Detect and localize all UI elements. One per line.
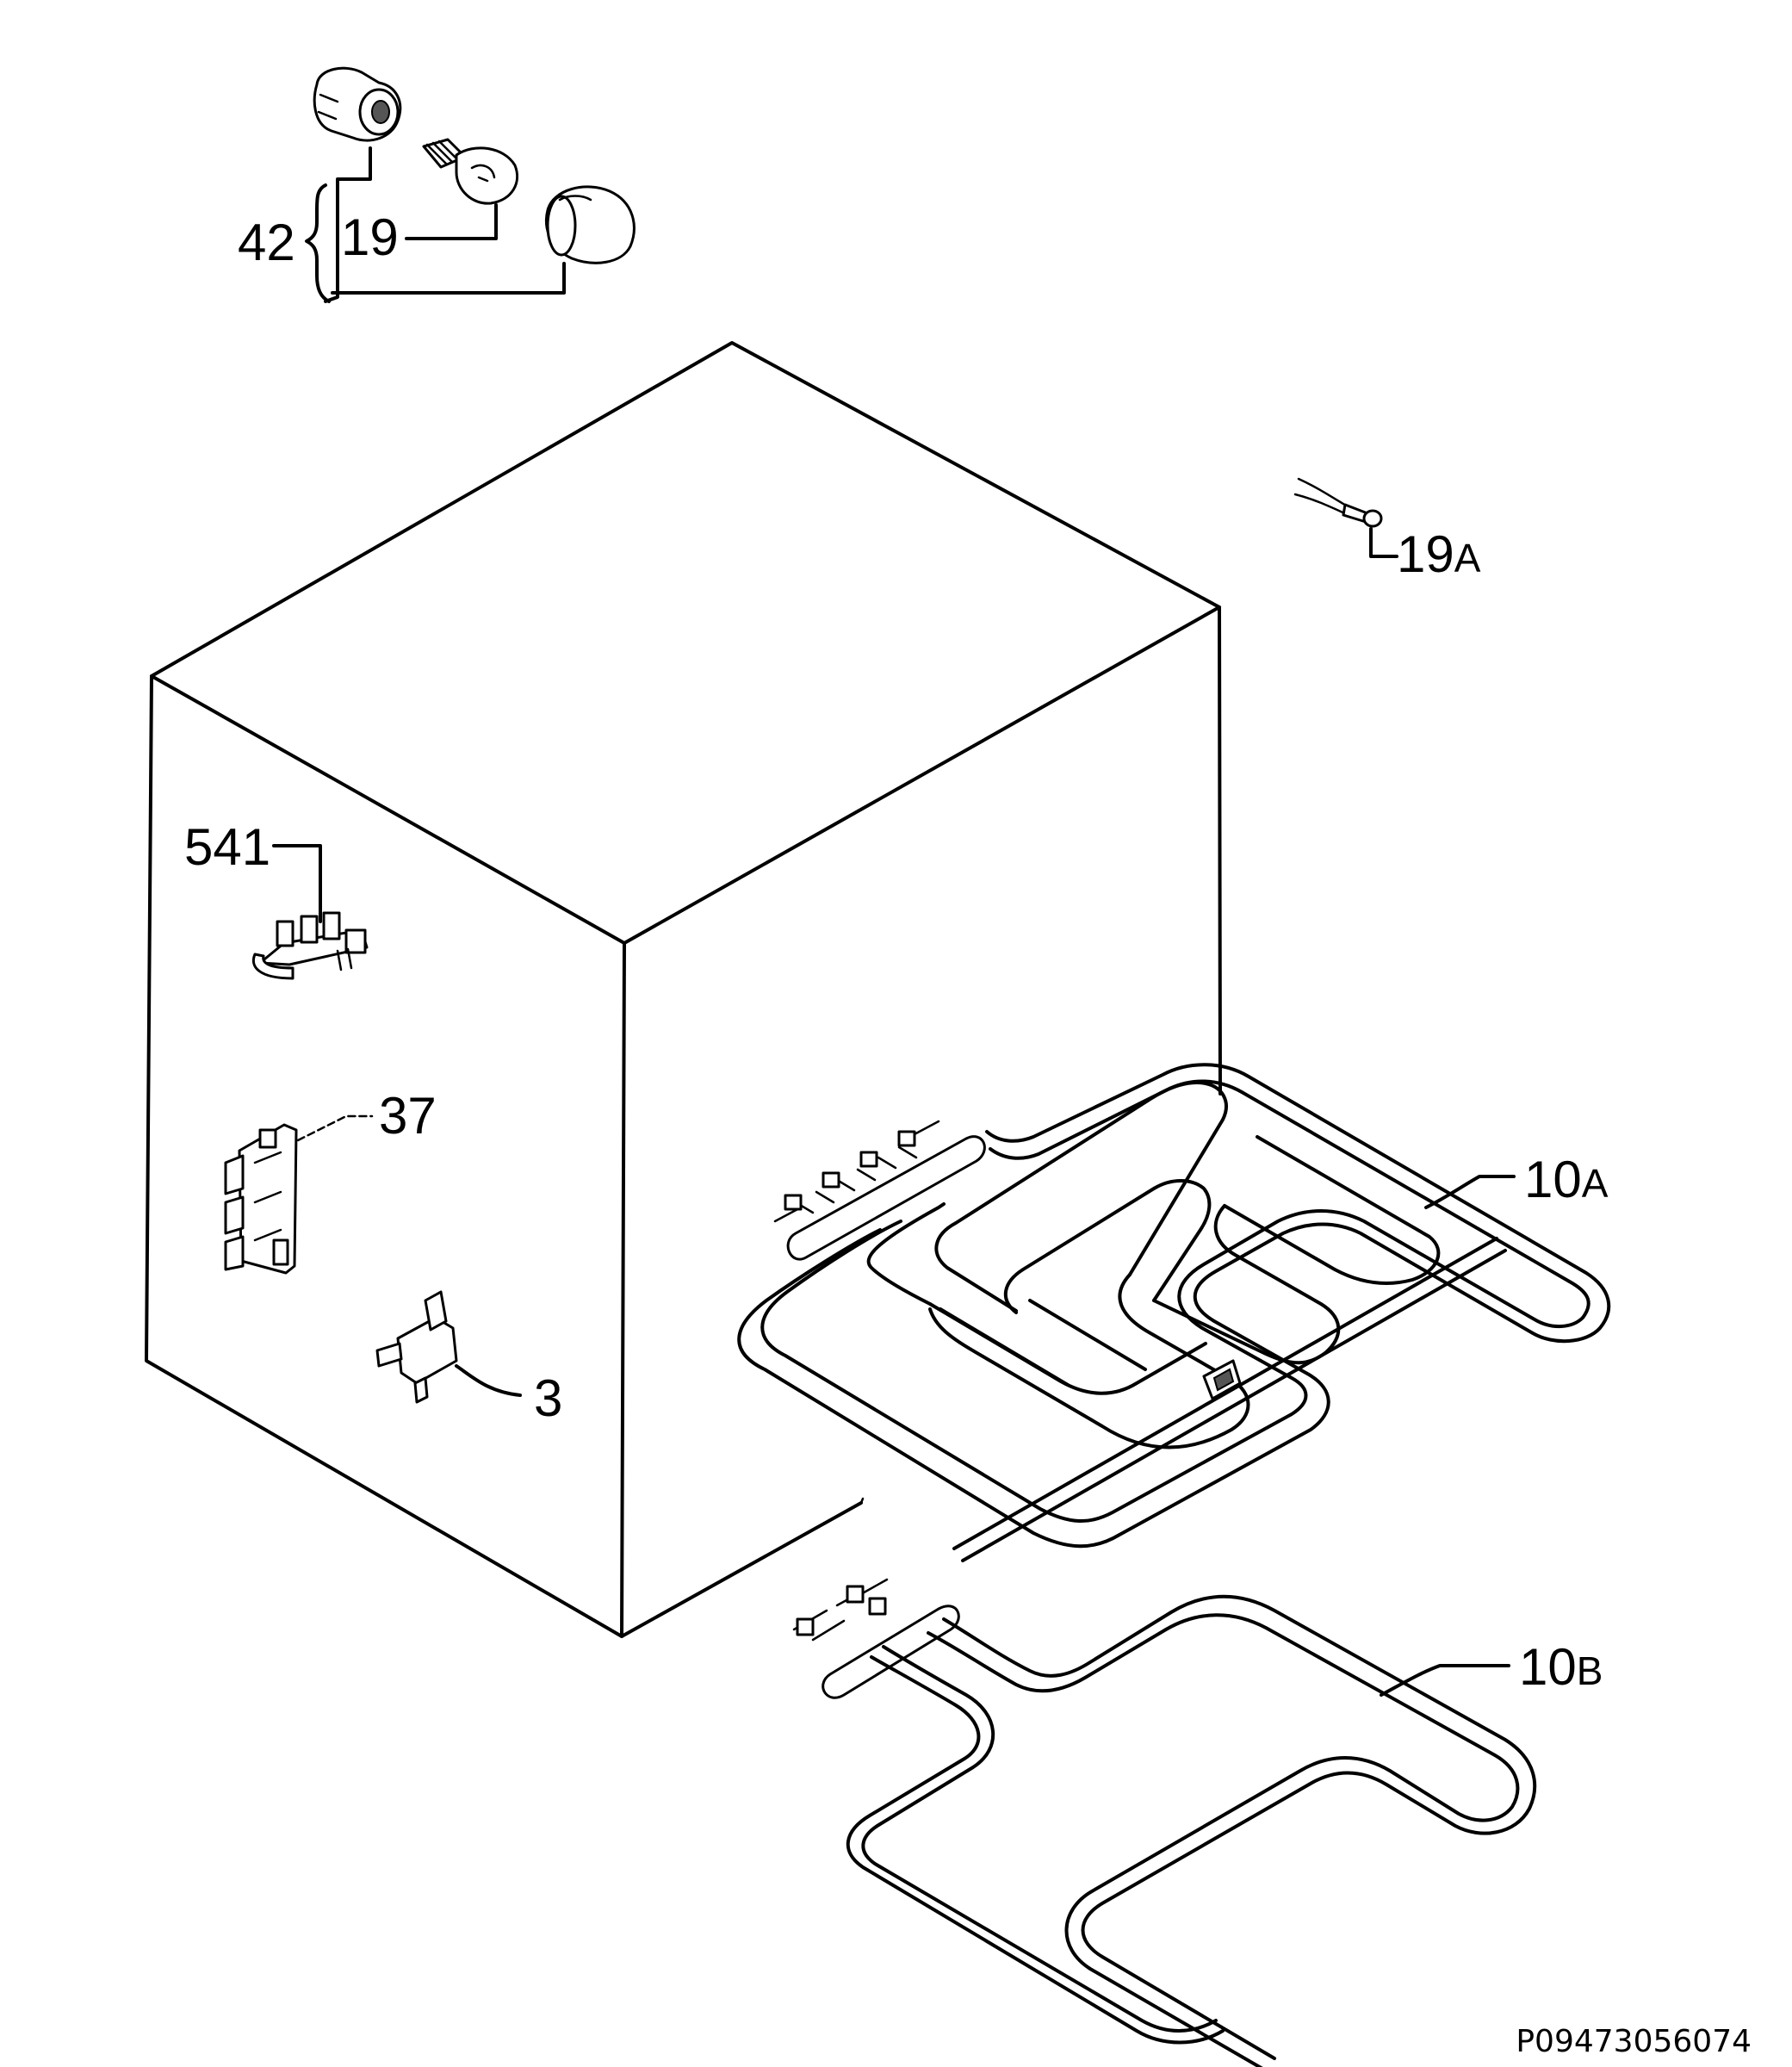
leader-line-37	[296, 1114, 374, 1142]
leader-line-10b	[1380, 1664, 1510, 1697]
lamp-glass-cover-part	[545, 185, 636, 264]
callout-3: 3	[534, 1369, 562, 1427]
thermostat-3-part	[375, 1290, 458, 1404]
callout-19: 19	[341, 208, 399, 266]
drawing-code: P09473056074	[1516, 2024, 1752, 2059]
leader-line-19	[405, 203, 498, 240]
lamp-bulb-part	[422, 138, 519, 205]
brace-42	[305, 183, 331, 303]
callout-10b: 10B	[1519, 1638, 1603, 1696]
bottom-heating-element-10b-part	[792, 1578, 1537, 2067]
oven-cavity-box	[145, 341, 1222, 1638]
sensor-lamp-19a-part	[1293, 477, 1383, 528]
callout-19a: 19A	[1397, 525, 1481, 583]
callout-541: 541	[184, 818, 270, 876]
callout-37: 37	[379, 1087, 437, 1145]
terminal-block-541-part	[252, 911, 369, 980]
grill-heating-element-10a-part	[737, 1063, 1611, 1562]
lamp-holder-part	[313, 66, 402, 142]
leader-line-541	[272, 844, 322, 923]
leader-line-10a	[1424, 1175, 1516, 1209]
terminal-block-37-part	[224, 1123, 298, 1275]
callout-10a: 10A	[1524, 1151, 1609, 1208]
leader-line-3	[455, 1364, 522, 1397]
leader-line-42-holder	[324, 146, 372, 303]
leader-line-42-cover	[331, 262, 566, 295]
leader-line-19a	[1369, 527, 1398, 558]
callout-42: 42	[238, 214, 295, 271]
